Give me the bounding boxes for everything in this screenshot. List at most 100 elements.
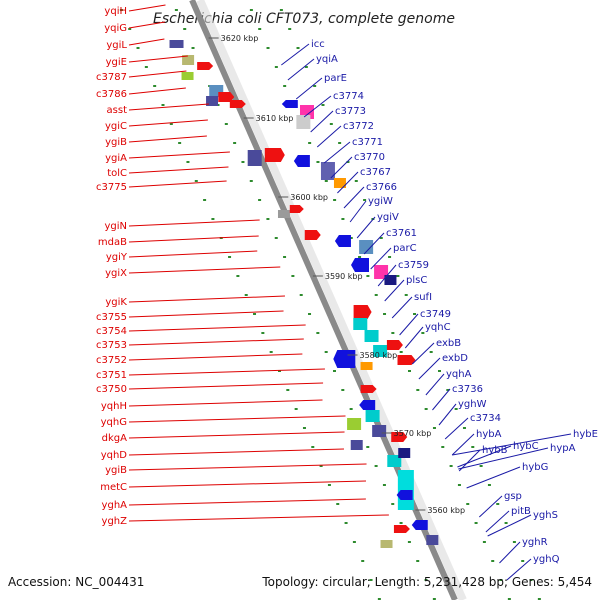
left-leader-line (128, 135, 207, 143)
track-tick (374, 465, 378, 467)
track-tick (421, 332, 425, 334)
reverse-gene-arrow (396, 490, 413, 500)
track-tick (521, 560, 525, 562)
left-gene-label: c3775 (96, 182, 127, 193)
track-tick (319, 465, 323, 467)
track-tick (236, 275, 240, 277)
track-tick (482, 541, 486, 543)
track-tick (346, 161, 350, 163)
track-tick (396, 275, 400, 277)
right-leader-line (425, 373, 445, 396)
forward-gene-arrow (353, 305, 372, 319)
left-leader-line (128, 4, 166, 12)
right-gene-label: c3749 (420, 309, 451, 320)
left-gene-label: yqiH (104, 6, 127, 17)
right-leader-line (310, 110, 334, 133)
track-tick (499, 579, 503, 581)
left-leader-line (128, 38, 165, 46)
left-gene-label: yqiG (104, 23, 127, 34)
track-tick (391, 503, 395, 505)
track-tick (311, 446, 315, 448)
left-leader-line (128, 324, 306, 332)
right-leader-line (281, 43, 310, 66)
right-gene-label: plsC (406, 275, 427, 286)
track-tick (449, 465, 453, 467)
track-tick (258, 28, 262, 30)
track-tick (274, 237, 278, 239)
left-gene-label: ygiX (105, 268, 127, 279)
track-tick (437, 370, 441, 372)
track-tick (128, 28, 132, 30)
track-tick (504, 522, 508, 524)
forward-gene-arrow (386, 340, 403, 350)
right-gene-label: hybE (573, 429, 598, 440)
track-tick (261, 332, 265, 334)
right-leader-line (356, 216, 376, 239)
forward-gene-arrow (289, 205, 304, 213)
right-gene-label: sufI (414, 292, 432, 303)
left-gene-label: ygiA (105, 153, 127, 164)
track-tick (324, 351, 328, 353)
track-tick (294, 408, 298, 410)
track-tick (366, 275, 370, 277)
left-gene-label: c3750 (96, 384, 127, 395)
gene-block (364, 330, 379, 342)
forward-gene-arrow (218, 92, 235, 102)
left-leader-line (128, 382, 324, 390)
right-leader-line (399, 313, 419, 336)
track-tick (291, 275, 295, 277)
track-tick (277, 370, 281, 372)
track-tick (186, 161, 190, 163)
gene-block (206, 96, 219, 106)
gene-block (169, 40, 184, 48)
track-tick (336, 503, 340, 505)
left-gene-label: c3786 (96, 89, 127, 100)
gene-block (384, 275, 397, 285)
track-tick (407, 541, 411, 543)
track-tick (153, 85, 157, 87)
forward-gene-arrow (393, 525, 410, 533)
track-tick (327, 484, 331, 486)
gene-block (360, 362, 373, 370)
track-tick (269, 351, 273, 353)
left-leader-line (128, 338, 304, 346)
left-leader-line (128, 166, 229, 174)
track-tick (424, 408, 428, 410)
right-gene-label: exbB (436, 338, 461, 349)
left-leader-line (128, 463, 367, 471)
gene-block (373, 345, 388, 357)
left-leader-line (128, 119, 208, 127)
track-tick (296, 47, 300, 49)
left-gene-label: tolC (107, 168, 127, 179)
gene-block (359, 240, 374, 254)
left-leader-line (128, 368, 325, 376)
track-tick (382, 484, 386, 486)
left-leader-line (128, 399, 323, 407)
right-gene-label: pitB (511, 506, 531, 517)
track-tick (244, 294, 248, 296)
track-tick (308, 313, 312, 315)
right-leader-line (452, 433, 572, 456)
left-gene-label: yqhH (101, 401, 127, 412)
right-gene-label: hybC (513, 441, 539, 452)
left-leader-line (128, 514, 389, 522)
reverse-gene-arrow (293, 155, 310, 167)
track-tick (454, 408, 458, 410)
track-tick (366, 446, 370, 448)
right-leader-line (499, 541, 521, 564)
left-leader-line (128, 87, 186, 95)
left-gene-label: ygiL (106, 40, 127, 51)
right-leader-line (438, 403, 457, 426)
track-tick (233, 142, 237, 144)
track-tick (283, 85, 287, 87)
left-gene-label: c3751 (96, 370, 127, 381)
track-tick (349, 237, 353, 239)
track-tick (299, 294, 303, 296)
forward-gene-arrow (304, 230, 321, 240)
right-leader-line (391, 296, 413, 319)
track-tick (388, 256, 392, 258)
left-gene-label: c3753 (96, 340, 127, 351)
backbone-shadow (196, 0, 467, 600)
track-tick (416, 389, 420, 391)
right-gene-label: exbD (442, 353, 468, 364)
